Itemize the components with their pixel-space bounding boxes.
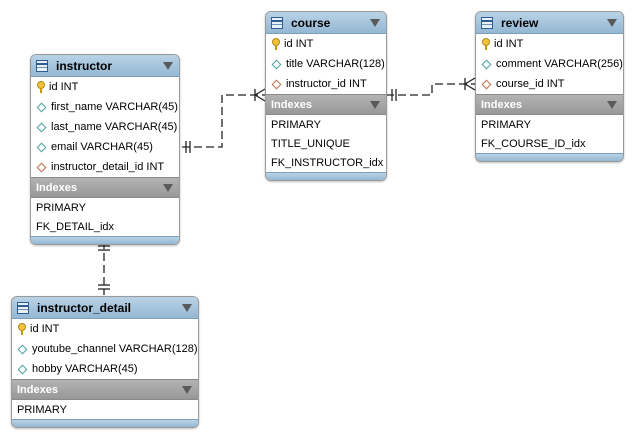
table-footer [12, 419, 198, 427]
indexes-label: Indexes [17, 383, 58, 396]
column-row[interactable]: hobby VARCHAR(45) [12, 359, 198, 379]
table-title: instructor_detail [37, 300, 132, 315]
column-row[interactable]: title VARCHAR(128) [266, 54, 386, 74]
triangle-down-icon[interactable] [182, 303, 192, 312]
table-course[interactable]: course id INT title VARCHAR(128) instruc… [265, 11, 387, 181]
table-header[interactable]: instructor_detail [12, 297, 198, 319]
many-marker [464, 77, 476, 85]
many-marker [254, 94, 266, 102]
diamond-icon [17, 344, 28, 354]
indexes-header[interactable]: Indexes [476, 94, 623, 115]
many-marker [464, 83, 476, 91]
diamond-icon [17, 364, 28, 374]
column-label: course_id INT [496, 78, 565, 90]
column-label: id INT [49, 81, 79, 93]
column-label: id INT [284, 38, 314, 50]
key-icon [272, 38, 280, 50]
indexes-header[interactable]: Indexes [266, 94, 386, 115]
table-header[interactable]: instructor [31, 55, 179, 77]
index-row[interactable]: PRIMARY [271, 118, 321, 131]
index-row[interactable]: FK_DETAIL_idx [36, 220, 115, 233]
key-icon [482, 38, 490, 50]
key-icon [37, 81, 45, 93]
diamond-fk-icon [271, 79, 282, 89]
diamond-fk-icon [36, 162, 47, 172]
triangle-down-icon[interactable] [163, 61, 173, 70]
index-row[interactable]: PRIMARY [481, 118, 531, 131]
column-row[interactable]: youtube_channel VARCHAR(128) [12, 339, 198, 359]
diamond-icon [481, 59, 492, 69]
indexes-label: Indexes [36, 181, 77, 194]
many-marker [254, 88, 266, 96]
index-row[interactable]: PRIMARY [17, 403, 67, 416]
table-footer [476, 153, 623, 161]
table-icon [17, 301, 29, 314]
triangle-down-icon[interactable] [182, 385, 192, 394]
column-label: first_name VARCHAR(45) [51, 101, 178, 113]
table-icon [271, 16, 283, 29]
column-row[interactable]: comment VARCHAR(256) [476, 54, 623, 74]
table-header[interactable]: review [476, 12, 623, 34]
column-label: youtube_channel VARCHAR(128) [32, 343, 198, 355]
index-row[interactable]: PRIMARY [36, 201, 86, 214]
column-label: comment VARCHAR(256) [496, 58, 623, 70]
table-header[interactable]: course [266, 12, 386, 34]
column-row[interactable]: first_name VARCHAR(45) [31, 97, 179, 117]
column-label: id INT [494, 38, 524, 50]
table-title: instructor [56, 58, 113, 73]
column-label: instructor_id INT [286, 78, 367, 90]
column-row[interactable]: email VARCHAR(45) [31, 137, 179, 157]
column-row[interactable]: id INT [266, 34, 386, 54]
table-instructor-detail[interactable]: instructor_detail id INT youtube_channel… [11, 296, 199, 428]
triangle-down-icon[interactable] [370, 100, 380, 109]
indexes-header[interactable]: Indexes [31, 177, 179, 198]
column-row[interactable]: instructor_id INT [266, 74, 386, 94]
table-icon [36, 59, 48, 72]
index-row[interactable]: FK_INSTRUCTOR_idx [271, 156, 384, 169]
diamond-icon [36, 102, 47, 112]
table-title: course [291, 15, 331, 30]
table-instructor[interactable]: instructor id INT first_name VARCHAR(45)… [30, 54, 180, 245]
column-label: email VARCHAR(45) [51, 141, 153, 153]
diamond-fk-icon [481, 79, 492, 89]
column-label: hobby VARCHAR(45) [32, 363, 138, 375]
indexes-header[interactable]: Indexes [12, 379, 198, 400]
triangle-down-icon[interactable] [607, 100, 617, 109]
table-footer [266, 172, 386, 180]
column-label: instructor_detail_id INT [51, 161, 165, 173]
relationship-instructor-course [182, 94, 265, 148]
column-row[interactable]: id INT [476, 34, 623, 54]
table-footer [31, 236, 179, 244]
diamond-icon [36, 122, 47, 132]
column-row[interactable]: course_id INT [476, 74, 623, 94]
table-icon [481, 16, 493, 29]
index-row[interactable]: TITLE_UNIQUE [271, 137, 350, 150]
key-icon [18, 323, 26, 335]
diamond-icon [36, 142, 47, 152]
indexes-label: Indexes [481, 98, 522, 111]
index-row[interactable]: FK_COURSE_ID_idx [481, 137, 586, 150]
indexes-label: Indexes [271, 98, 312, 111]
triangle-down-icon[interactable] [370, 18, 380, 27]
diamond-icon [271, 59, 282, 69]
table-title: review [501, 15, 539, 30]
column-label: title VARCHAR(128) [286, 58, 385, 70]
column-row[interactable]: id INT [31, 77, 179, 97]
column-row[interactable]: last_name VARCHAR(45) [31, 117, 179, 137]
triangle-down-icon[interactable] [163, 183, 173, 192]
column-row[interactable]: id INT [12, 319, 198, 339]
column-label: id INT [30, 323, 60, 335]
triangle-down-icon[interactable] [607, 18, 617, 27]
relationship-course-review [386, 83, 475, 96]
column-row[interactable]: instructor_detail_id INT [31, 157, 179, 177]
column-label: last_name VARCHAR(45) [51, 121, 178, 133]
table-review[interactable]: review id INT comment VARCHAR(256) cours… [475, 11, 624, 162]
